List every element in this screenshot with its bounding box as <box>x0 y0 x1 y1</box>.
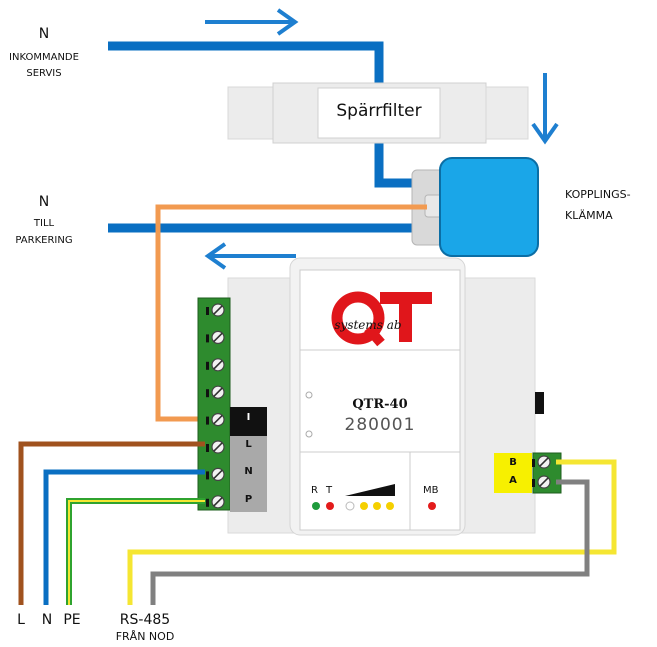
bus-label-panel <box>494 453 532 493</box>
logo-text: systems ab <box>334 318 402 332</box>
terminal-label-p: P <box>244 494 253 505</box>
terminal-screws <box>206 303 225 509</box>
bottom-label-pe: PE <box>63 612 81 628</box>
led-mb <box>428 502 436 510</box>
line-wire <box>18 441 205 605</box>
qt-logo <box>331 291 432 347</box>
terminal-label-i: I <box>246 412 251 423</box>
incoming-label-line2: SERVIS <box>26 68 62 79</box>
incoming-label-line1: INKOMMANDE <box>9 52 79 63</box>
led-r-label: R <box>311 485 318 496</box>
filter-label: Spärrfilter <box>336 101 422 121</box>
mb-label: MB <box>423 485 439 496</box>
bottom-label-n: N <box>41 612 53 628</box>
incoming-neutral-wire <box>108 41 420 188</box>
bus-label-b: B <box>509 457 517 468</box>
rs485-b-wire <box>127 459 617 605</box>
arrow-left-icon <box>204 242 296 270</box>
rs485-a-wire <box>150 479 590 605</box>
arrow-right-icon <box>205 8 299 36</box>
blocking-filter <box>227 82 529 144</box>
outgoing-label-line1: TILL <box>33 218 55 229</box>
serial-number: 280001 <box>344 415 416 435</box>
arrow-down-icon <box>531 73 559 145</box>
pe-wire <box>66 498 205 605</box>
bottom-label-from-node: FRÅN NOD <box>115 630 175 643</box>
led-r <box>312 502 320 510</box>
control-wire <box>155 204 427 422</box>
outgoing-n-label: N <box>38 194 50 210</box>
bottom-label-rs485: RS-485 <box>119 612 171 628</box>
led-t-label: T <box>326 485 333 496</box>
clamp-label-line1: KOPPLINGS- <box>565 188 631 201</box>
bus-label-a: A <box>509 475 517 486</box>
bottom-label-l: L <box>17 612 25 628</box>
clamp-label-line2: KLÄMMA <box>565 209 613 222</box>
terminal-label-n: N <box>244 466 253 477</box>
outgoing-label-line2: PARKERING <box>15 235 73 246</box>
coupling-clamp <box>411 157 539 257</box>
terminal-label-l: L <box>245 439 252 450</box>
model-label: QTR-40 <box>352 397 408 412</box>
led-t <box>326 502 334 510</box>
incoming-n-label: N <box>38 26 50 42</box>
neutral-wire <box>43 469 205 605</box>
